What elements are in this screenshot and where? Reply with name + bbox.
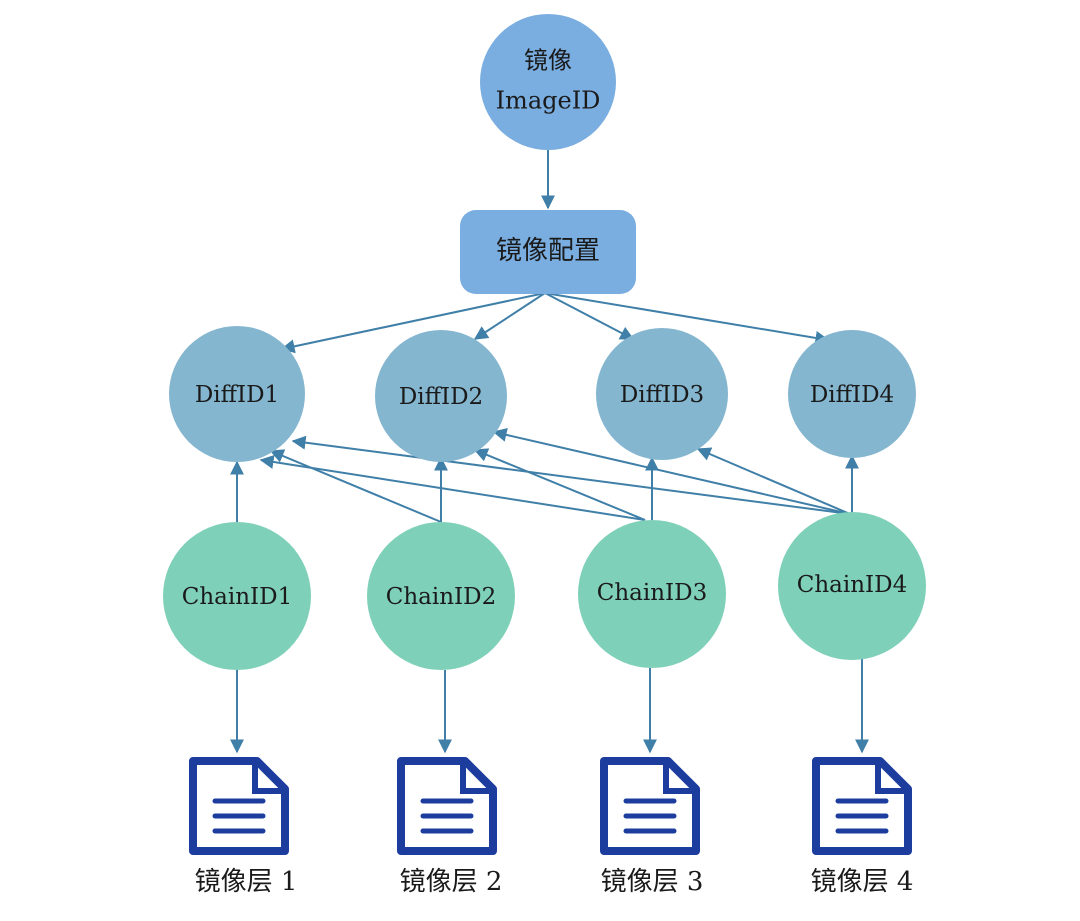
diff-node-1 [169,326,305,462]
image-node-title: 镜像 [524,47,572,75]
diff-node-4 [788,330,916,458]
edge-chain4-to-diff3 [696,447,851,515]
edge-chain3-to-diff2 [473,448,646,521]
diff-nodes: DiffID1 DiffID2 DiffID3 DiffID4 [169,326,916,462]
document-icon [397,757,497,855]
diff-node-2 [375,330,507,462]
document-icon [189,757,289,855]
diff-node-4-label: DiffID4 [810,382,894,408]
edges [230,150,869,754]
chain-node-2 [367,522,515,670]
image-node-circle [480,14,616,150]
chain-node-2-label: ChainID2 [386,584,496,610]
layer-labels: 镜像层 1 镜像层 2 镜像层 3 镜像层 4 [195,867,914,897]
document-icon [600,757,700,855]
chain-node-4 [778,512,926,660]
config-node-label: 镜像配置 [496,236,600,266]
chain-nodes: ChainID1 ChainID2 ChainID3 ChainID4 [163,512,926,670]
edge-config-to-diff2 [473,292,546,340]
edge-chain4-to-diff2 [492,428,851,515]
edge-config-to-diff4 [544,292,830,345]
edge-chain3-to-diff1 [259,455,646,521]
document-icon [812,757,912,855]
image-node-id: ImageID [496,87,601,115]
layer-label-1: 镜像层 1 [195,867,298,897]
layer-label-4: 镜像层 4 [811,867,914,897]
diff-node-1-label: DiffID1 [195,382,279,408]
layer-label-3: 镜像层 3 [601,867,704,897]
edge-config-to-diff3 [544,292,635,340]
diff-node-3 [596,328,728,460]
edge-chain2-to-diff1 [269,449,442,523]
edge-config-to-diff1 [280,292,546,354]
image-node: 镜像 ImageID [480,14,616,150]
chain-node-4-label: ChainID4 [797,572,907,598]
config-node-box [460,210,636,294]
layer-icons [189,757,912,855]
edge-chain4-to-diff1 [291,435,851,515]
chain-node-1 [163,522,311,670]
chain-node-3 [578,520,726,668]
config-node: 镜像配置 [460,210,636,294]
diff-node-3-label: DiffID3 [620,382,704,408]
chain-node-3-label: ChainID3 [597,580,707,606]
layer-label-2: 镜像层 2 [400,867,503,897]
diff-node-2-label: DiffID2 [399,384,483,410]
chain-node-1-label: ChainID1 [182,584,292,610]
